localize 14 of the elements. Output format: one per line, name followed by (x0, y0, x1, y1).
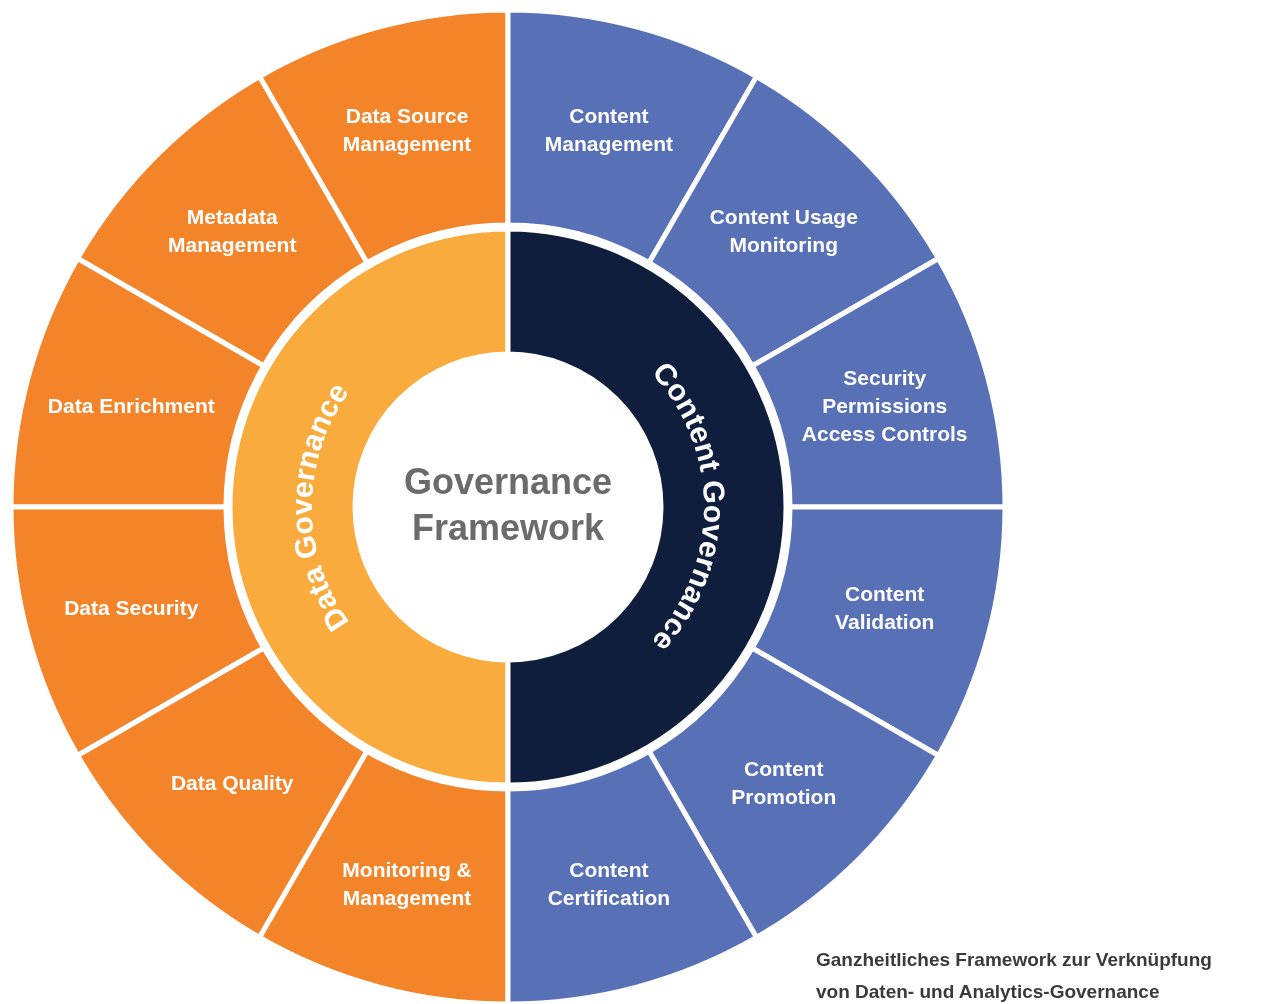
segment-label: Data Enrichment (46, 393, 216, 420)
segment-label: Metadata Management (167, 204, 298, 259)
segment-label: Content Promotion (730, 755, 838, 810)
segment-label: Content Certification (546, 856, 672, 911)
segment-label: Content Validation (834, 580, 936, 635)
segment-label: Content Usage Monitoring (708, 204, 859, 259)
caption: Ganzheitliches Framework zur Verknüpfung von Daten- und Analytics-Governance (816, 948, 1213, 1004)
segment-label: Data Security (63, 594, 200, 621)
center-title: Governance Framework (402, 460, 614, 550)
segment-label: Data Quality (169, 769, 295, 796)
segment-label: Content Management (543, 103, 675, 158)
segment-label: Security Permissions Access Controls (800, 365, 969, 448)
segment-label: Monitoring & Management (341, 856, 473, 911)
segment-label: Data Source Management (341, 103, 473, 158)
